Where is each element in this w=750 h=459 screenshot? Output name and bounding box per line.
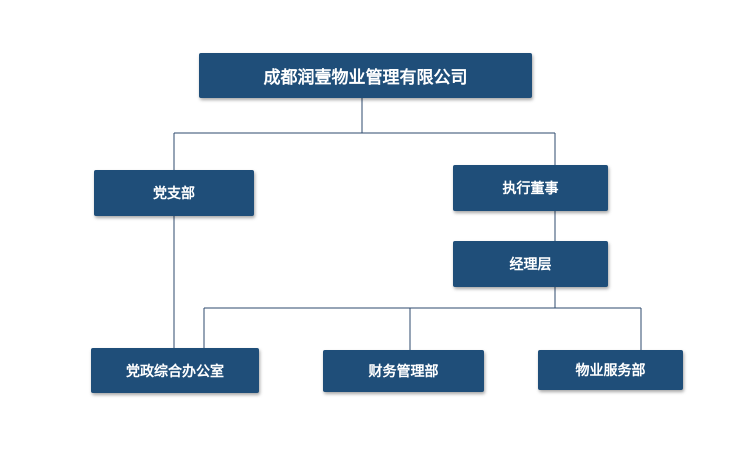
node-general-office: 党政综合办公室 [91,348,259,393]
node-company: 成都润壹物业管理有限公司 [199,53,532,98]
node-finance-dept: 财务管理部 [323,350,484,392]
node-executive-director: 执行董事 [453,165,608,211]
node-management: 经理层 [453,241,608,287]
node-party-branch: 党支部 [94,170,254,216]
node-property-service-dept: 物业服务部 [538,350,683,390]
